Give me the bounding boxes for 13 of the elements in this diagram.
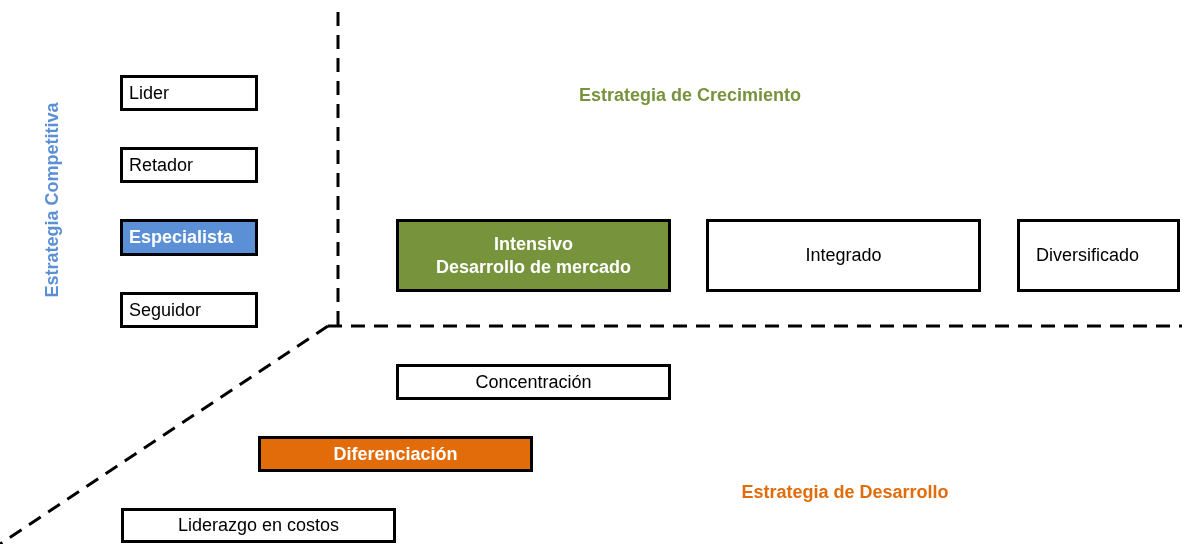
strategy-box: Retador	[120, 147, 258, 183]
axis-title: Estrategia Competitiva	[40, 102, 63, 298]
strategy-box: Diversificado	[1017, 219, 1180, 292]
strategy-box: Liderazgo en costos	[121, 508, 396, 543]
axis-title: Estrategia de Desarrollo	[741, 480, 949, 504]
strategy-box: Especialista	[120, 219, 258, 256]
axis-title: Estrategia de Crecimiento	[578, 83, 802, 107]
strategy-box: Intensivo Desarrollo de mercado	[396, 219, 671, 292]
strategy-box: Diferenciación	[258, 436, 533, 472]
strategy-box: Integrado	[706, 219, 981, 292]
strategy-box: Lider	[120, 75, 258, 111]
strategy-box: Concentración	[396, 364, 671, 400]
strategy-box: Seguidor	[120, 292, 258, 328]
